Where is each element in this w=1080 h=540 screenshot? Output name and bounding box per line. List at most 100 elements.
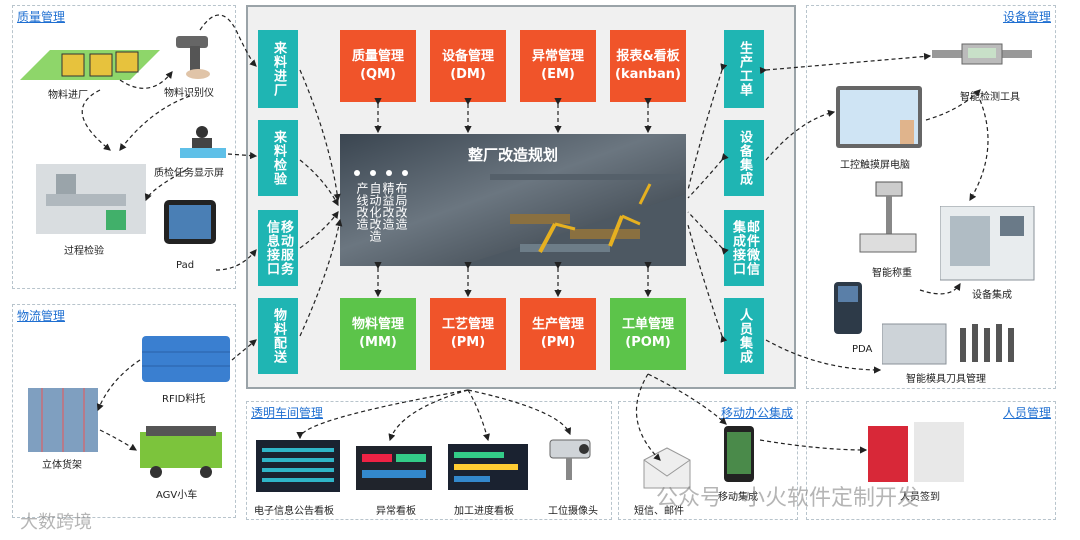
material-delivery-label: 物料配送 <box>271 308 286 364</box>
hero-dot <box>370 170 376 176</box>
touch-pc-icon <box>836 86 922 148</box>
hero-layout-renovation: 布局改造 <box>394 182 408 230</box>
module-process-pm-code: (PM) <box>450 335 486 350</box>
rack-icon <box>28 388 98 452</box>
progress-label: 加工进度看板 <box>454 506 514 517</box>
module-pom-name: 工单管理 <box>621 317 674 332</box>
scale-icon <box>859 181 917 253</box>
factory-renovation-banner: 整厂改造规划 布局改造 精益改造 自动化改造 产线改造 <box>340 134 686 266</box>
pda-label: PDA <box>852 344 873 355</box>
rfid-pallet-icon <box>142 336 230 382</box>
mail-wechat-interface-box[interactable]: 邮件微信集成接口 <box>724 210 764 286</box>
watermark-right: 公众号 · 小火软件定制开发 <box>656 486 919 511</box>
pda-icon <box>834 282 862 334</box>
scale-label: 智能称重 <box>872 268 912 279</box>
cnc-machine-icon <box>940 206 1035 281</box>
hero-title: 整厂改造规划 <box>467 146 558 164</box>
signin-device-icon <box>868 422 964 482</box>
incoming-inspection-box[interactable]: 来料检验 <box>258 120 298 196</box>
material-delivery-box[interactable]: 物料配送 <box>258 298 298 374</box>
production-order-label: 生产工单 <box>737 41 752 97</box>
module-dm[interactable]: 设备管理 (DM) <box>430 30 506 102</box>
watermark-left: 大数跨境 <box>20 512 92 533</box>
smartphone-icon <box>724 426 754 482</box>
module-mm-name: 物料管理 <box>351 317 404 332</box>
bulletin-label: 电子信息公告看板 <box>254 506 334 517</box>
touch-pc-label: 工控触摸屏电脑 <box>840 160 910 171</box>
quality-panel-title: 质量管理 <box>17 10 66 24</box>
production-order-box[interactable]: 生产工单 <box>724 30 764 108</box>
module-kanban-name: 报表&看板 <box>616 49 680 64</box>
process-inspection-illustration <box>36 164 146 234</box>
module-kanban-code: (kanban) <box>615 67 681 82</box>
tools-label: 智能模具刀具管理 <box>906 374 986 385</box>
module-process-pm[interactable]: 工艺管理(PM) <box>430 298 506 370</box>
device-integration-label: 设备集成 <box>737 130 752 186</box>
module-production-pm-name: 生产管理 <box>531 317 584 332</box>
incoming-material-label: 来料进厂 <box>271 41 286 97</box>
equipment-panel-title: 设备管理 <box>1002 10 1051 24</box>
progress-board-icon <box>448 444 528 490</box>
rfid-label: RFID料托 <box>162 394 206 405</box>
personnel-integration-box[interactable]: 人员集成 <box>724 298 764 374</box>
hero-dot <box>354 170 360 176</box>
module-production-pm-code: (PM) <box>540 335 576 350</box>
hero-line-renovation: 产线改造 <box>355 182 369 230</box>
module-em-name: 异常管理 <box>531 49 584 64</box>
sms-label: 短信、邮件 <box>634 506 684 517</box>
signin-label: 人员签到 <box>900 492 940 503</box>
material-in-label: 物料进厂 <box>48 90 88 101</box>
device-integration-box[interactable]: 设备集成 <box>724 120 764 196</box>
hero-dot <box>402 170 408 176</box>
module-mm[interactable]: 物料管理 (MM) <box>340 298 416 370</box>
qc-screen-icon <box>180 126 226 158</box>
qc-screen-label: 质检任务显示屏 <box>154 168 224 179</box>
pad-label: Pad <box>176 260 195 271</box>
incoming-material-box[interactable]: 来料进厂 <box>258 30 298 108</box>
camera-icon <box>549 439 591 480</box>
workshop-panel-title: 透明车间管理 <box>251 406 324 420</box>
abnormal-label: 异常看板 <box>376 506 416 517</box>
module-mm-code: (MM) <box>359 335 397 350</box>
gauge-label: 智能检测工具 <box>960 92 1020 103</box>
logistics-panel-title: 物流管理 <box>17 309 66 323</box>
machine-label: 设备集成 <box>972 290 1012 301</box>
agv-label: AGV小车 <box>156 490 198 501</box>
mobile-label: 移动集成 <box>718 492 758 503</box>
personnel-panel-title: 人员管理 <box>1002 406 1051 420</box>
rack-label: 立体货架 <box>42 460 82 471</box>
agv-icon <box>140 426 222 478</box>
hero-automation-renovation: 自动化改造 <box>368 182 382 242</box>
barcode-scanner-icon <box>176 36 210 79</box>
module-pom[interactable]: 工单管理 (POM) <box>610 298 686 370</box>
module-em-code: (EM) <box>541 67 575 82</box>
mobile-panel-title: 移动办公集成 <box>720 406 793 420</box>
mail-wechat-interface-label: 邮件微信集成接口 <box>730 220 759 276</box>
personnel-integration-label: 人员集成 <box>737 308 752 364</box>
process-check-label: 过程检验 <box>64 246 104 257</box>
material-pallet-illustration <box>20 50 160 80</box>
hero-lean-renovation: 精益改造 <box>381 182 395 230</box>
mobile-service-interface-label: 移动服务信息接口 <box>264 220 293 276</box>
module-qm[interactable]: 质量管理 (QM) <box>340 30 416 102</box>
abnormal-board-icon <box>356 446 432 490</box>
camera-label: 工位摄像头 <box>548 506 598 517</box>
caliper-icon <box>932 43 1032 65</box>
module-dm-name: 设备管理 <box>441 49 494 64</box>
module-dm-code: (DM) <box>450 67 486 82</box>
mold-tools-icon <box>882 323 1014 365</box>
hero-dot <box>386 170 392 176</box>
factory-floor-illustration <box>460 174 686 266</box>
module-pom-code: (POM) <box>625 335 671 350</box>
incoming-inspection-label: 来料检验 <box>271 130 286 186</box>
pad-icon <box>164 200 216 244</box>
mobile-service-interface-box[interactable]: 移动服务信息接口 <box>258 210 298 286</box>
module-qm-code: (QM) <box>360 67 396 82</box>
module-qm-name: 质量管理 <box>351 49 404 64</box>
scanner-label: 物料识别仪 <box>164 88 214 99</box>
bulletin-board-icon <box>256 440 340 492</box>
module-em[interactable]: 异常管理 (EM) <box>520 30 596 102</box>
module-production-pm[interactable]: 生产管理 (PM) <box>520 298 596 370</box>
module-kanban[interactable]: 报表&看板 (kanban) <box>610 30 686 102</box>
